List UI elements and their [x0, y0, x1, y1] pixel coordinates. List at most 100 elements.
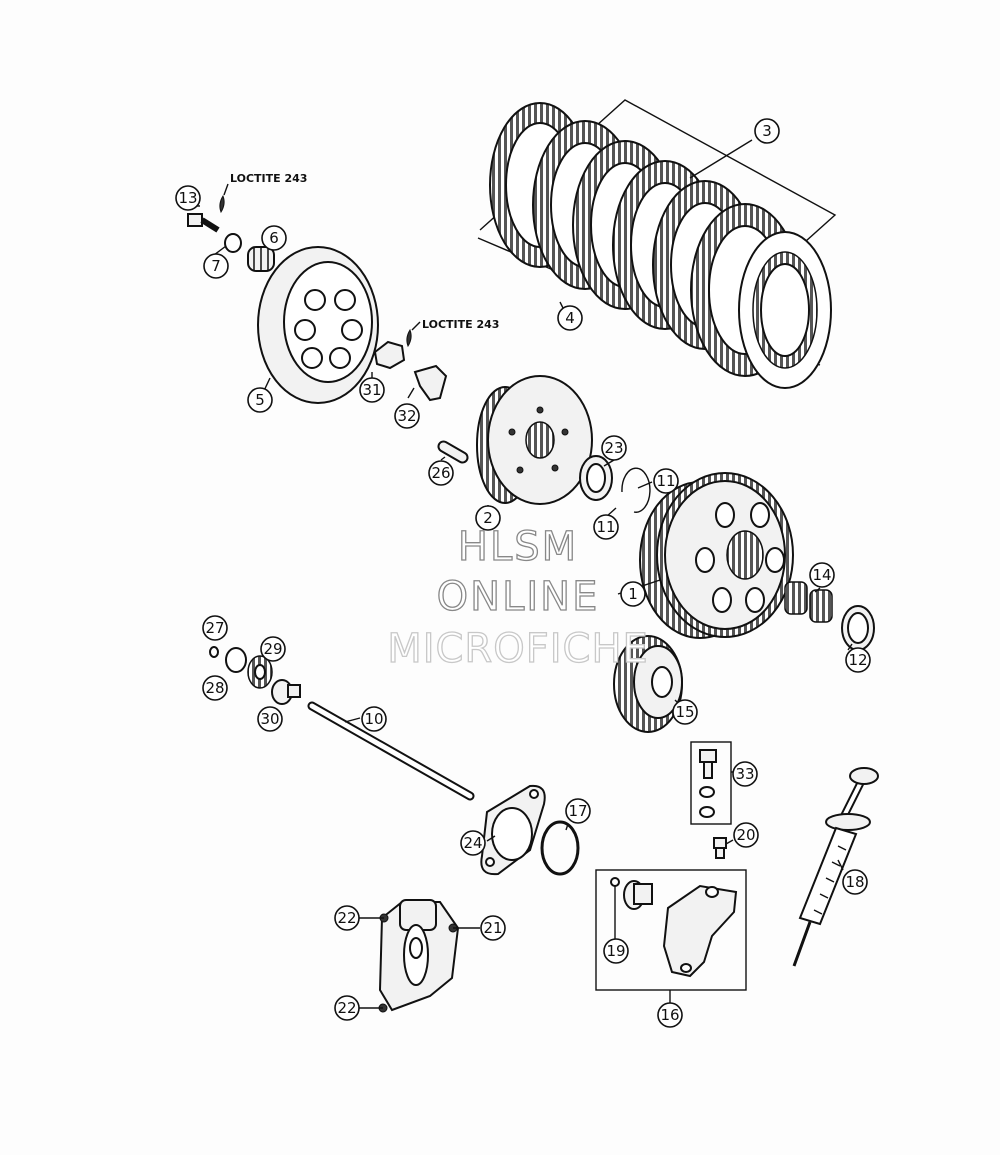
- outer-clutch-basket: [639, 472, 794, 639]
- callout-22-top: 22: [334, 905, 360, 931]
- svg-text:7: 7: [211, 257, 221, 275]
- leader-loctite-top: [223, 183, 229, 196]
- callout-4: 4: [557, 305, 583, 331]
- svg-text:20: 20: [736, 826, 755, 844]
- lock-washer-32: [413, 364, 448, 402]
- svg-text:22: 22: [337, 999, 356, 1017]
- svg-text:13: 13: [178, 189, 197, 207]
- svg-text:19: 19: [606, 942, 625, 960]
- slave-cylinder-housing: [378, 899, 460, 1013]
- circlip-27: [209, 646, 219, 658]
- svg-text:24: 24: [463, 834, 482, 852]
- svg-text:4: 4: [565, 309, 575, 327]
- svg-text:18: 18: [845, 873, 864, 891]
- callout-2: 2: [475, 505, 501, 531]
- callout-20: 20: [733, 822, 759, 848]
- washer-28: [225, 647, 247, 673]
- callout-18: 18: [842, 869, 868, 895]
- callout-30: 30: [257, 706, 283, 732]
- svg-text:16: 16: [660, 1006, 679, 1024]
- svg-text:11: 11: [596, 518, 615, 536]
- loctite-label-mid: LOCTITE 243: [422, 318, 499, 331]
- callout-14: 14: [809, 562, 835, 588]
- washer-7: [224, 233, 242, 253]
- thrust-washer-23: [579, 455, 613, 501]
- gasket-24: [480, 784, 546, 876]
- svg-text:10: 10: [364, 710, 383, 728]
- callout-21: 21: [480, 915, 506, 941]
- leader-loctite-mid: [411, 321, 421, 331]
- callout-31: 31: [359, 377, 385, 403]
- callout-32: 32: [394, 403, 420, 429]
- svg-text:32: 32: [397, 407, 416, 425]
- watermark: HLSM ONLINE MICROFICHE: [387, 523, 649, 672]
- callout-11-bottom: 11: [593, 514, 619, 540]
- svg-text:11: 11: [656, 472, 675, 490]
- svg-text:2: 2: [483, 509, 493, 527]
- thrust-washer-12: [841, 605, 875, 651]
- watermark-line-3: MICROFICHE: [387, 626, 649, 672]
- steel-plate-front: [738, 231, 832, 389]
- callout-1: 1: [620, 581, 646, 607]
- watermark-line-1: HLSM: [458, 524, 578, 570]
- callout-33: 33: [732, 761, 758, 787]
- svg-text:30: 30: [260, 710, 279, 728]
- pressure-piece-30: [271, 679, 301, 705]
- watermark-line-2: ONLINE: [437, 574, 600, 620]
- o-ring-17: [540, 820, 580, 876]
- loctite-label-top: LOCTITE 243: [230, 172, 307, 185]
- callout-19: 19: [603, 938, 629, 964]
- callout-29: 29: [260, 636, 286, 662]
- svg-text:5: 5: [255, 391, 265, 409]
- bolt-13: [187, 213, 220, 233]
- svg-text:22: 22: [337, 909, 356, 927]
- callout-13: 13: [175, 185, 201, 211]
- screw-20: [713, 837, 727, 859]
- svg-text:12: 12: [848, 651, 867, 669]
- callout-23: 23: [601, 435, 627, 461]
- callout-6: 6: [261, 225, 287, 251]
- loctite-drop-top: [219, 194, 225, 214]
- circlip-11: [621, 467, 651, 513]
- svg-text:26: 26: [431, 464, 450, 482]
- callout-28: 28: [202, 675, 228, 701]
- svg-text:15: 15: [675, 703, 694, 721]
- callout-22-bottom: 22: [334, 995, 360, 1021]
- callout-15: 15: [672, 699, 698, 725]
- svg-text:28: 28: [205, 679, 224, 697]
- spring-6: [247, 246, 275, 272]
- callout-3: 3: [754, 118, 780, 144]
- callout-27: 27: [202, 615, 228, 641]
- callout-5: 5: [247, 387, 273, 413]
- svg-text:31: 31: [362, 381, 381, 399]
- master-cylinder-piston-19: [610, 877, 653, 910]
- svg-text:27: 27: [205, 619, 224, 637]
- svg-text:23: 23: [604, 439, 623, 457]
- bleed-screw-33: [699, 749, 717, 818]
- callout-11-top: 11: [653, 468, 679, 494]
- svg-text:14: 14: [812, 566, 831, 584]
- gear-15: [613, 635, 683, 733]
- callout-16: 16: [657, 1002, 683, 1028]
- pressure-plate: [257, 246, 379, 404]
- svg-text:33: 33: [735, 765, 754, 783]
- master-cylinder-body-16: [662, 884, 738, 978]
- inner-clutch-hub: [476, 375, 593, 505]
- clutch-plate-pack: [477, 99, 837, 389]
- callout-17: 17: [565, 798, 591, 824]
- push-rod-10: [309, 703, 473, 799]
- loctite-drop-mid: [406, 328, 412, 348]
- callout-7: 7: [203, 253, 229, 279]
- callout-24: 24: [460, 830, 486, 856]
- svg-text:21: 21: [483, 919, 502, 937]
- nut-31: [373, 340, 406, 370]
- kit-33-frame: [690, 741, 732, 825]
- bleeding-syringe-18: [792, 767, 879, 967]
- svg-text:17: 17: [568, 802, 587, 820]
- svg-text:1: 1: [628, 585, 638, 603]
- callout-26: 26: [428, 460, 454, 486]
- svg-text:6: 6: [269, 229, 279, 247]
- svg-text:3: 3: [762, 122, 772, 140]
